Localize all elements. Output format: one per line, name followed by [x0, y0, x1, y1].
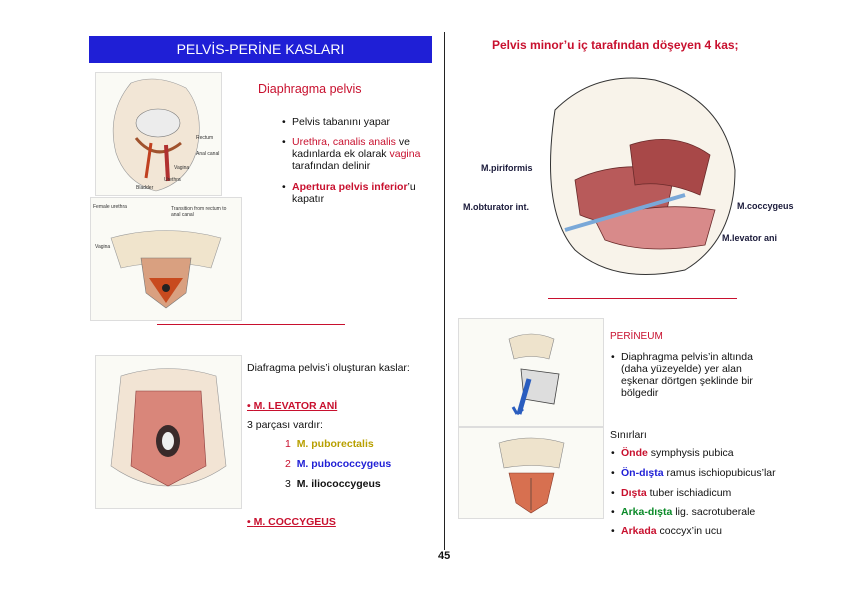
bullet-apertura: •Apertura pelvis inferior’u kapatır [292, 181, 432, 205]
label-vagina-small: Vagina [95, 244, 110, 250]
sagittal-pelvis-illustration: Rectum Anal canal Vagina Urethra Bladder [95, 72, 222, 196]
inferior-pelvis-illustration: Female urethra Transition from rectum to… [90, 197, 242, 321]
label-transition: Transition from rectum to anal canal [171, 206, 231, 218]
pelvic-muscles-illustration [535, 70, 750, 285]
label-bladder: Bladder [136, 185, 153, 191]
coccygeus-heading: • M. COCCYGEUS [247, 516, 336, 529]
bullet-pelvis-tabani: •Pelvis tabanını yapar [292, 116, 432, 128]
perineum-description: •Diaphragma pelvis’in altında (daha yüze… [621, 351, 781, 399]
part-pubococcygeus: 2 M. pubococcygeus [285, 458, 391, 471]
levator-ani-heading: • M. LEVATOR ANİ [247, 400, 337, 413]
perineum-illustration-bottom [458, 427, 604, 519]
border-dista: •Dışta tuber ischiadicum [621, 487, 821, 499]
border-arka-dista: •Arka-dışta lig. sacrotuberale [621, 506, 821, 518]
label-piriformis: M.piriformis [481, 163, 533, 173]
border-on-dista: •Ön-dışta ramus ischiopubicus’lar [621, 467, 821, 479]
red-rule-left [157, 324, 345, 325]
border-onde: •Önde symphysis pubica [621, 447, 821, 459]
right-section-title: Pelvis minor’u iç tarafından döşeyen 4 k… [492, 38, 739, 52]
label-anal-canal: Anal canal [196, 151, 219, 157]
parts-intro: 3 parçası vardır: [247, 419, 323, 432]
bullet-urethra: •Urethra, canalis analis ve kadınlarda e… [292, 136, 440, 172]
label-rectum: Rectum [196, 135, 213, 141]
part-puborectalis: 1 M. puborectalis [285, 438, 374, 451]
label-levator-ani: M.levator ani [722, 233, 777, 243]
label-coccygeus: M.coccygeus [737, 201, 794, 211]
borders-title: Sınırları [610, 429, 647, 441]
perineum-heading: PERİNEUM [610, 331, 663, 342]
muscles-intro: Diafragma pelvis’i oluşturan kaslar: [247, 362, 410, 375]
vertical-divider [444, 32, 445, 550]
label-female-urethra: Female urethra [93, 204, 127, 210]
border-arkada: •Arkada coccyx’in ucu [621, 525, 821, 537]
page-title: PELVİS-PERİNE KASLARI [89, 36, 432, 63]
page-number: 45 [438, 550, 450, 562]
label-vagina: Vagina [174, 165, 189, 171]
label-urethra: Urethra [164, 177, 181, 183]
pelvic-floor-illustration [95, 355, 242, 509]
diaphragma-heading: Diaphragma pelvis [258, 82, 362, 96]
red-rule-right [548, 298, 737, 299]
part-iliococcygeus: 3 M. iliococcygeus [285, 478, 381, 491]
label-obturator: M.obturator int. [463, 202, 529, 212]
perineum-illustration-top [458, 318, 604, 427]
